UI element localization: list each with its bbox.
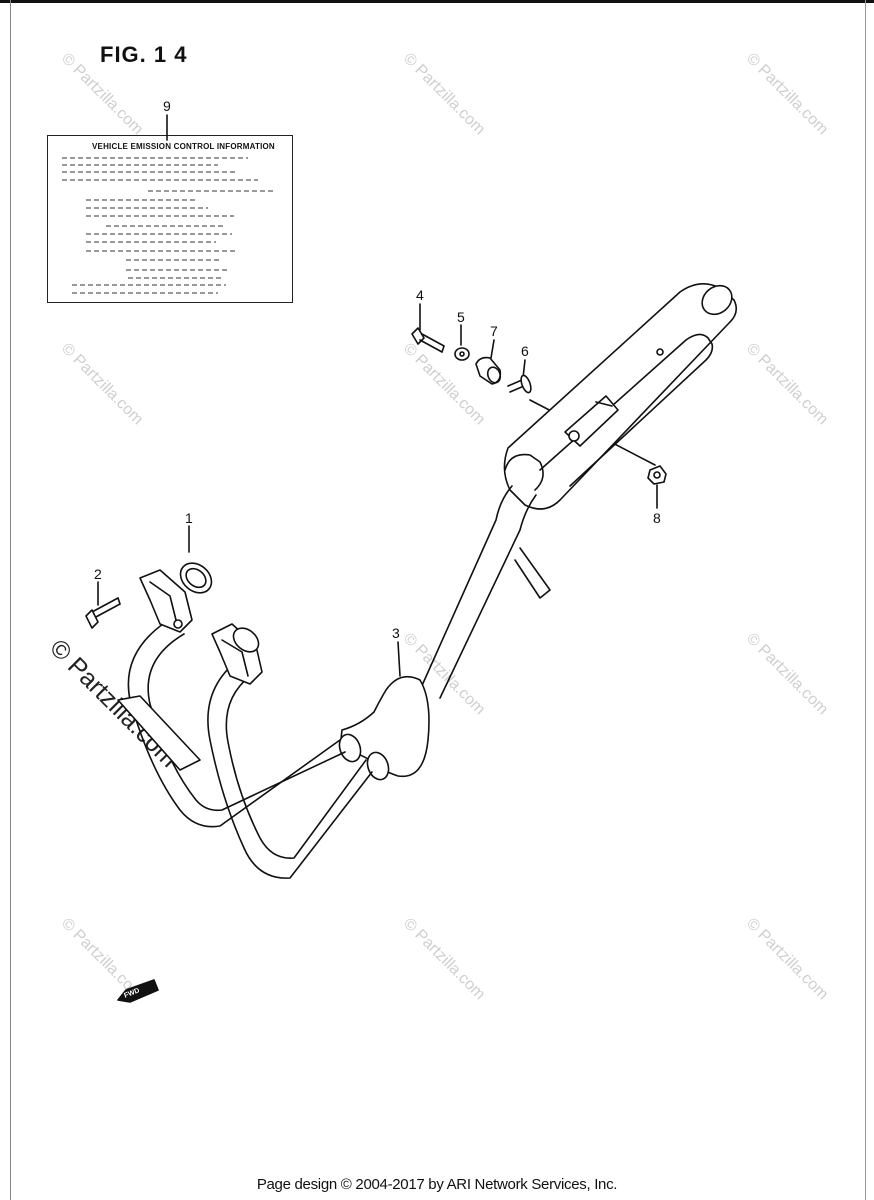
left-border (10, 0, 11, 1200)
callout-5[interactable]: 5 (457, 309, 465, 325)
collector (338, 675, 430, 781)
callout-7[interactable]: 7 (490, 323, 498, 339)
callout-4[interactable]: 4 (416, 287, 424, 303)
emission-label-heading: VEHICLE EMISSION CONTROL INFORMATION (92, 142, 275, 151)
mid-pipe (419, 485, 551, 699)
emission-label-part[interactable]: VEHICLE EMISSION CONTROL INFORMATION (47, 135, 293, 303)
top-border (0, 0, 874, 3)
callout-1[interactable]: 1 (185, 510, 193, 526)
nut-part (647, 465, 667, 485)
callout-2[interactable]: 2 (94, 566, 102, 582)
callout-3[interactable]: 3 (392, 625, 400, 641)
callout-6[interactable]: 6 (521, 343, 529, 359)
muffler (503, 283, 738, 510)
rubber-bush-part (475, 356, 502, 385)
callout-8[interactable]: 8 (653, 510, 661, 526)
right-border (865, 0, 866, 1200)
washer-part (454, 347, 470, 361)
fwd-arrow-icon (117, 979, 159, 1003)
exhaust-flanges (139, 569, 263, 685)
header-pipes (117, 617, 373, 879)
flange-bolt-part (85, 597, 121, 629)
page-footer: Page design © 2004-2017 by ARI Network S… (256, 1176, 618, 1193)
emission-label-text-lines (62, 157, 276, 294)
figure-title: FIG. 1 4 (100, 42, 188, 67)
collar-part (507, 374, 532, 394)
callout-9[interactable]: 9 (163, 98, 171, 114)
mount-bolt-part (411, 327, 445, 353)
